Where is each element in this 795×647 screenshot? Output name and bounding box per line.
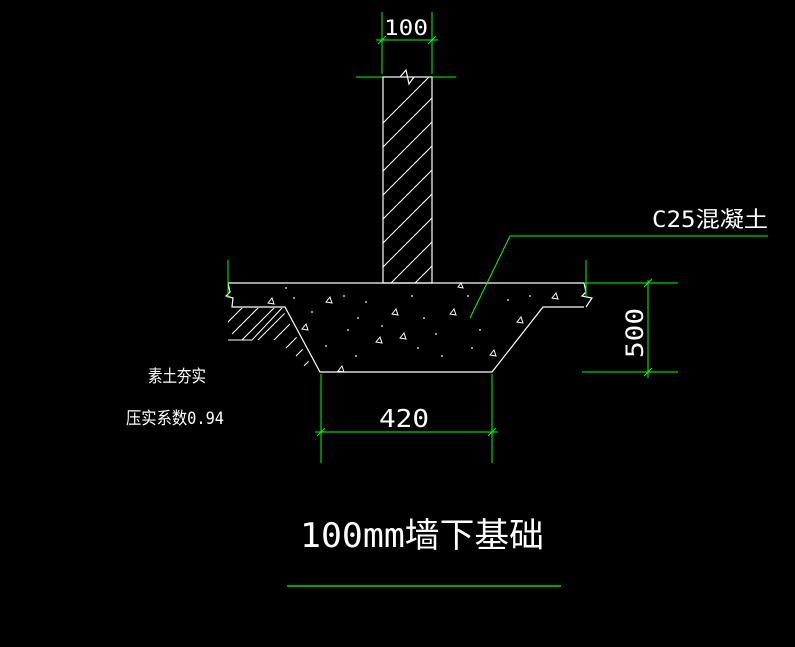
footing-width-dimension xyxy=(315,374,498,463)
concrete-texture xyxy=(267,281,559,373)
wall-width-label: 100 xyxy=(384,16,428,40)
drawing-title: 100mm墙下基础 xyxy=(300,516,544,556)
concrete-dots xyxy=(285,287,531,357)
soil-hatch xyxy=(228,307,311,366)
soil-note-line1: 素土夯实 xyxy=(148,367,206,387)
footing-height-dimension xyxy=(227,260,678,378)
material-leader xyxy=(469,235,768,319)
wall-section xyxy=(382,76,433,284)
footing-width-label: 420 xyxy=(379,404,429,433)
break-symbol-top xyxy=(399,68,415,86)
footing-height-label: 500 xyxy=(621,308,649,358)
material-label: C25混凝土 xyxy=(652,208,768,233)
footing-outline xyxy=(224,282,593,373)
soil-note-line2: 压实系数0.94 xyxy=(126,409,224,429)
